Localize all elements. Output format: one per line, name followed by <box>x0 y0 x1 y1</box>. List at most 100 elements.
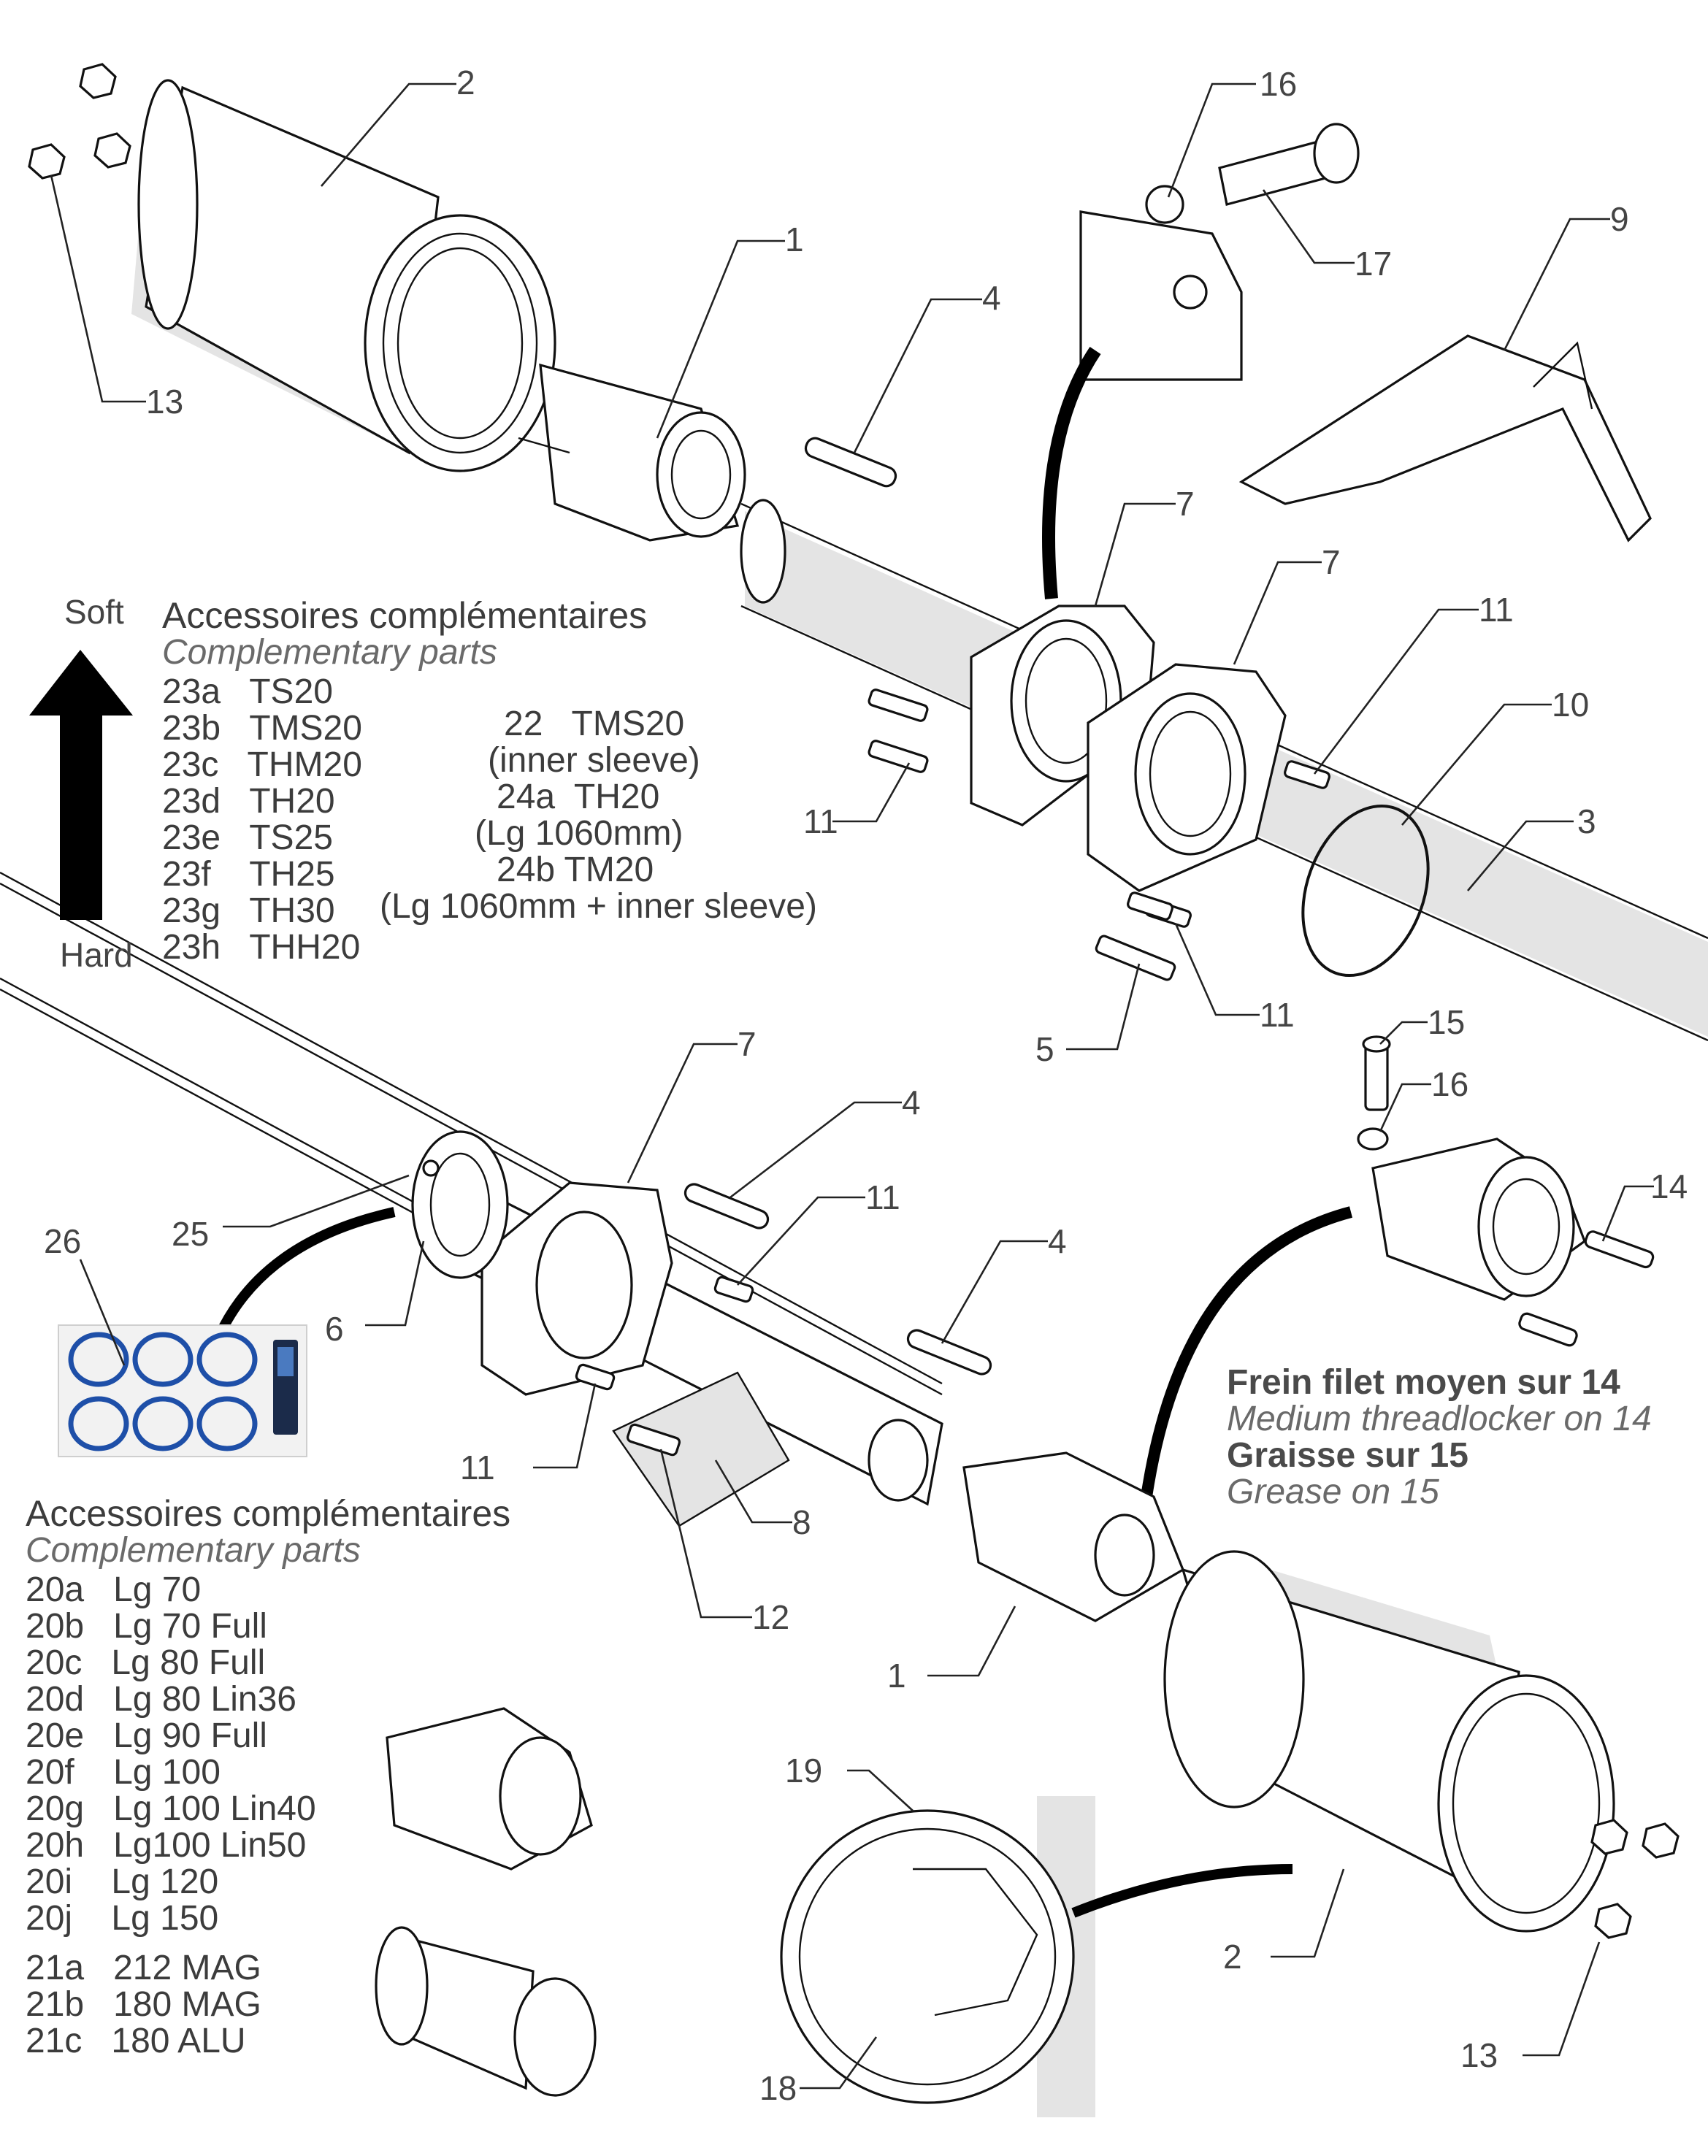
label-part-12: 12 <box>752 1598 790 1636</box>
assembly-notes: Frein filet moyen sur 14 Medium threadlo… <box>1227 1365 1652 1511</box>
bearing-flange-c <box>480 1181 673 1396</box>
label-part-17: 17 <box>1355 245 1393 283</box>
accessories-top-right-5: (Lg 1060mm + inner sleeve) <box>380 887 817 926</box>
list-item: 20e Lg 90 Full <box>26 1716 267 1755</box>
accessories-top-right-3: (Lg 1060mm) <box>475 814 683 853</box>
caliper-support <box>1238 334 1652 542</box>
label-part-7-b: 7 <box>1322 543 1341 581</box>
label-part-18: 18 <box>759 2069 797 2107</box>
seat-8 <box>612 1371 790 1527</box>
label-part-8: 8 <box>792 1503 811 1541</box>
accessories-bottom: Accessoires complémentaires Complementar… <box>26 1495 510 2060</box>
label-part-26: 26 <box>44 1222 82 1260</box>
list-item: 23e TS25 <box>162 818 333 857</box>
label-part-2-b: 2 <box>1223 1938 1242 1976</box>
accessories-top-right-1: (inner sleeve) <box>488 741 700 780</box>
bolt-11-e <box>575 1363 616 1391</box>
list-item: 21b 180 MAG <box>26 1985 261 2024</box>
accessories-top: Accessoires complémentaires Complementar… <box>162 597 647 967</box>
list-item: 20h Lg100 Lin50 <box>26 1826 307 1865</box>
label-part-1-b: 1 <box>887 1657 906 1695</box>
hub-carrier-right <box>1141 1138 1655 1498</box>
accessories-bottom-list-2: 21a 212 MAG 21b 180 MAG 21c 180 ALU <box>26 1951 510 2060</box>
nuts-bottom <box>1590 1819 1680 1939</box>
label-part-13-b: 13 <box>1460 2036 1498 2074</box>
label-part-14: 14 <box>1650 1167 1688 1205</box>
label-part-13-top: 13 <box>146 383 184 421</box>
note-grease-fr: Graisse sur 15 <box>1227 1436 1468 1475</box>
stiffness-arrow <box>29 650 133 920</box>
label-part-3: 3 <box>1577 802 1596 840</box>
accessories-top-list-left: 23a TS20 23b TMS20 23c THM20 23d TH20 23… <box>162 675 647 967</box>
label-part-4-c: 4 <box>1048 1222 1067 1260</box>
key-4-c <box>906 1329 992 1376</box>
label-part-6: 6 <box>325 1310 344 1348</box>
list-item: 20b Lg 70 Full <box>26 1607 267 1646</box>
accessories-top-title-fr: Accessoires complémentaires <box>162 595 648 636</box>
leader-lines <box>50 83 1654 2090</box>
accessories-top-right-0: 22 TMS20 <box>504 705 685 743</box>
list-item: 23g TH30 <box>162 891 335 930</box>
label-part-11-d: 11 <box>865 1178 900 1216</box>
label-part-10: 10 <box>1552 686 1590 724</box>
accessories-top-right-2: 24a TH20 <box>497 778 660 816</box>
label-part-16-top: 16 <box>1260 65 1298 103</box>
key-top <box>804 437 897 488</box>
key-5 <box>1095 935 1176 981</box>
label-part-4-b: 4 <box>902 1083 921 1121</box>
list-item: 23a TS20 <box>162 672 333 711</box>
brake-bracket-top <box>1042 123 1360 599</box>
hub-carrier-bottom <box>962 1451 1184 1622</box>
oring-10 <box>1301 804 1430 978</box>
accessories-bottom-title-fr: Accessoires complémentaires <box>26 1493 511 1534</box>
nuts-top <box>28 63 131 180</box>
label-hard: Hard <box>60 936 133 974</box>
label-part-2-top: 2 <box>456 64 475 101</box>
wheel-rim-bottom <box>1163 1550 1615 1933</box>
note-threadlocker-en: Medium threadlocker on 14 <box>1227 1400 1652 1438</box>
label-part-16-b: 16 <box>1431 1065 1469 1103</box>
list-item: 23b TMS20 <box>162 709 362 748</box>
label-part-19: 19 <box>785 1752 823 1789</box>
list-item: 20d Lg 80 Lin36 <box>26 1680 296 1719</box>
label-part-11-a: 11 <box>1479 591 1514 629</box>
label-part-7-a: 7 <box>1176 485 1195 523</box>
note-threadlocker-fr: Frein filet moyen sur 14 <box>1227 1363 1620 1402</box>
bolts-11-top <box>868 688 1330 928</box>
bolt-11-d <box>713 1275 754 1303</box>
label-part-25: 25 <box>172 1215 210 1253</box>
label-part-9: 9 <box>1610 200 1629 238</box>
note-grease-en: Grease on 15 <box>1227 1473 1439 1511</box>
list-item: 23d TH20 <box>162 782 335 821</box>
wheel-rim-top <box>131 79 556 472</box>
list-item: 21a 212 MAG <box>26 1949 261 1987</box>
label-part-11-b: 11 <box>803 802 838 840</box>
accessory-hubs <box>375 1707 597 2097</box>
list-item: 20c Lg 80 Full <box>26 1643 266 1682</box>
label-part-15: 15 <box>1428 1003 1466 1041</box>
list-item: 20g Lg 100 Lin40 <box>26 1789 316 1828</box>
list-item: 23h THH20 <box>162 928 361 967</box>
label-part-1-top: 1 <box>785 220 804 258</box>
accessories-top-title-en: Complementary parts <box>162 633 497 672</box>
list-item: 20j Lg 150 <box>26 1899 219 1938</box>
rim-detail <box>780 1796 1293 2117</box>
list-item: 23c THM20 <box>162 745 362 784</box>
list-item: 23f TH25 <box>162 855 335 894</box>
list-item: 20i Lg 120 <box>26 1862 219 1901</box>
key-4-b <box>683 1183 770 1229</box>
accessories-bottom-title-en: Complementary parts <box>26 1531 361 1570</box>
accessories-bottom-list: 20a Lg 70 20b Lg 70 Full 20c Lg 80 Full … <box>26 1573 510 1938</box>
bearing-flange-b <box>1087 663 1287 892</box>
hub-carrier-top <box>518 363 746 542</box>
bearing-6-25 <box>214 1130 509 1338</box>
label-part-5: 5 <box>1035 1030 1054 1068</box>
label-part-11-e: 11 <box>460 1449 495 1486</box>
accessories-top-right-4: 24b TM20 <box>497 851 654 889</box>
list-item: 21c 180 ALU <box>26 2022 246 2060</box>
screw-15 <box>1357 1035 1391 1151</box>
label-part-4-top: 4 <box>982 279 1001 317</box>
list-item: 20a Lg 70 <box>26 1570 202 1609</box>
oring-kit-photo <box>58 1324 307 1457</box>
